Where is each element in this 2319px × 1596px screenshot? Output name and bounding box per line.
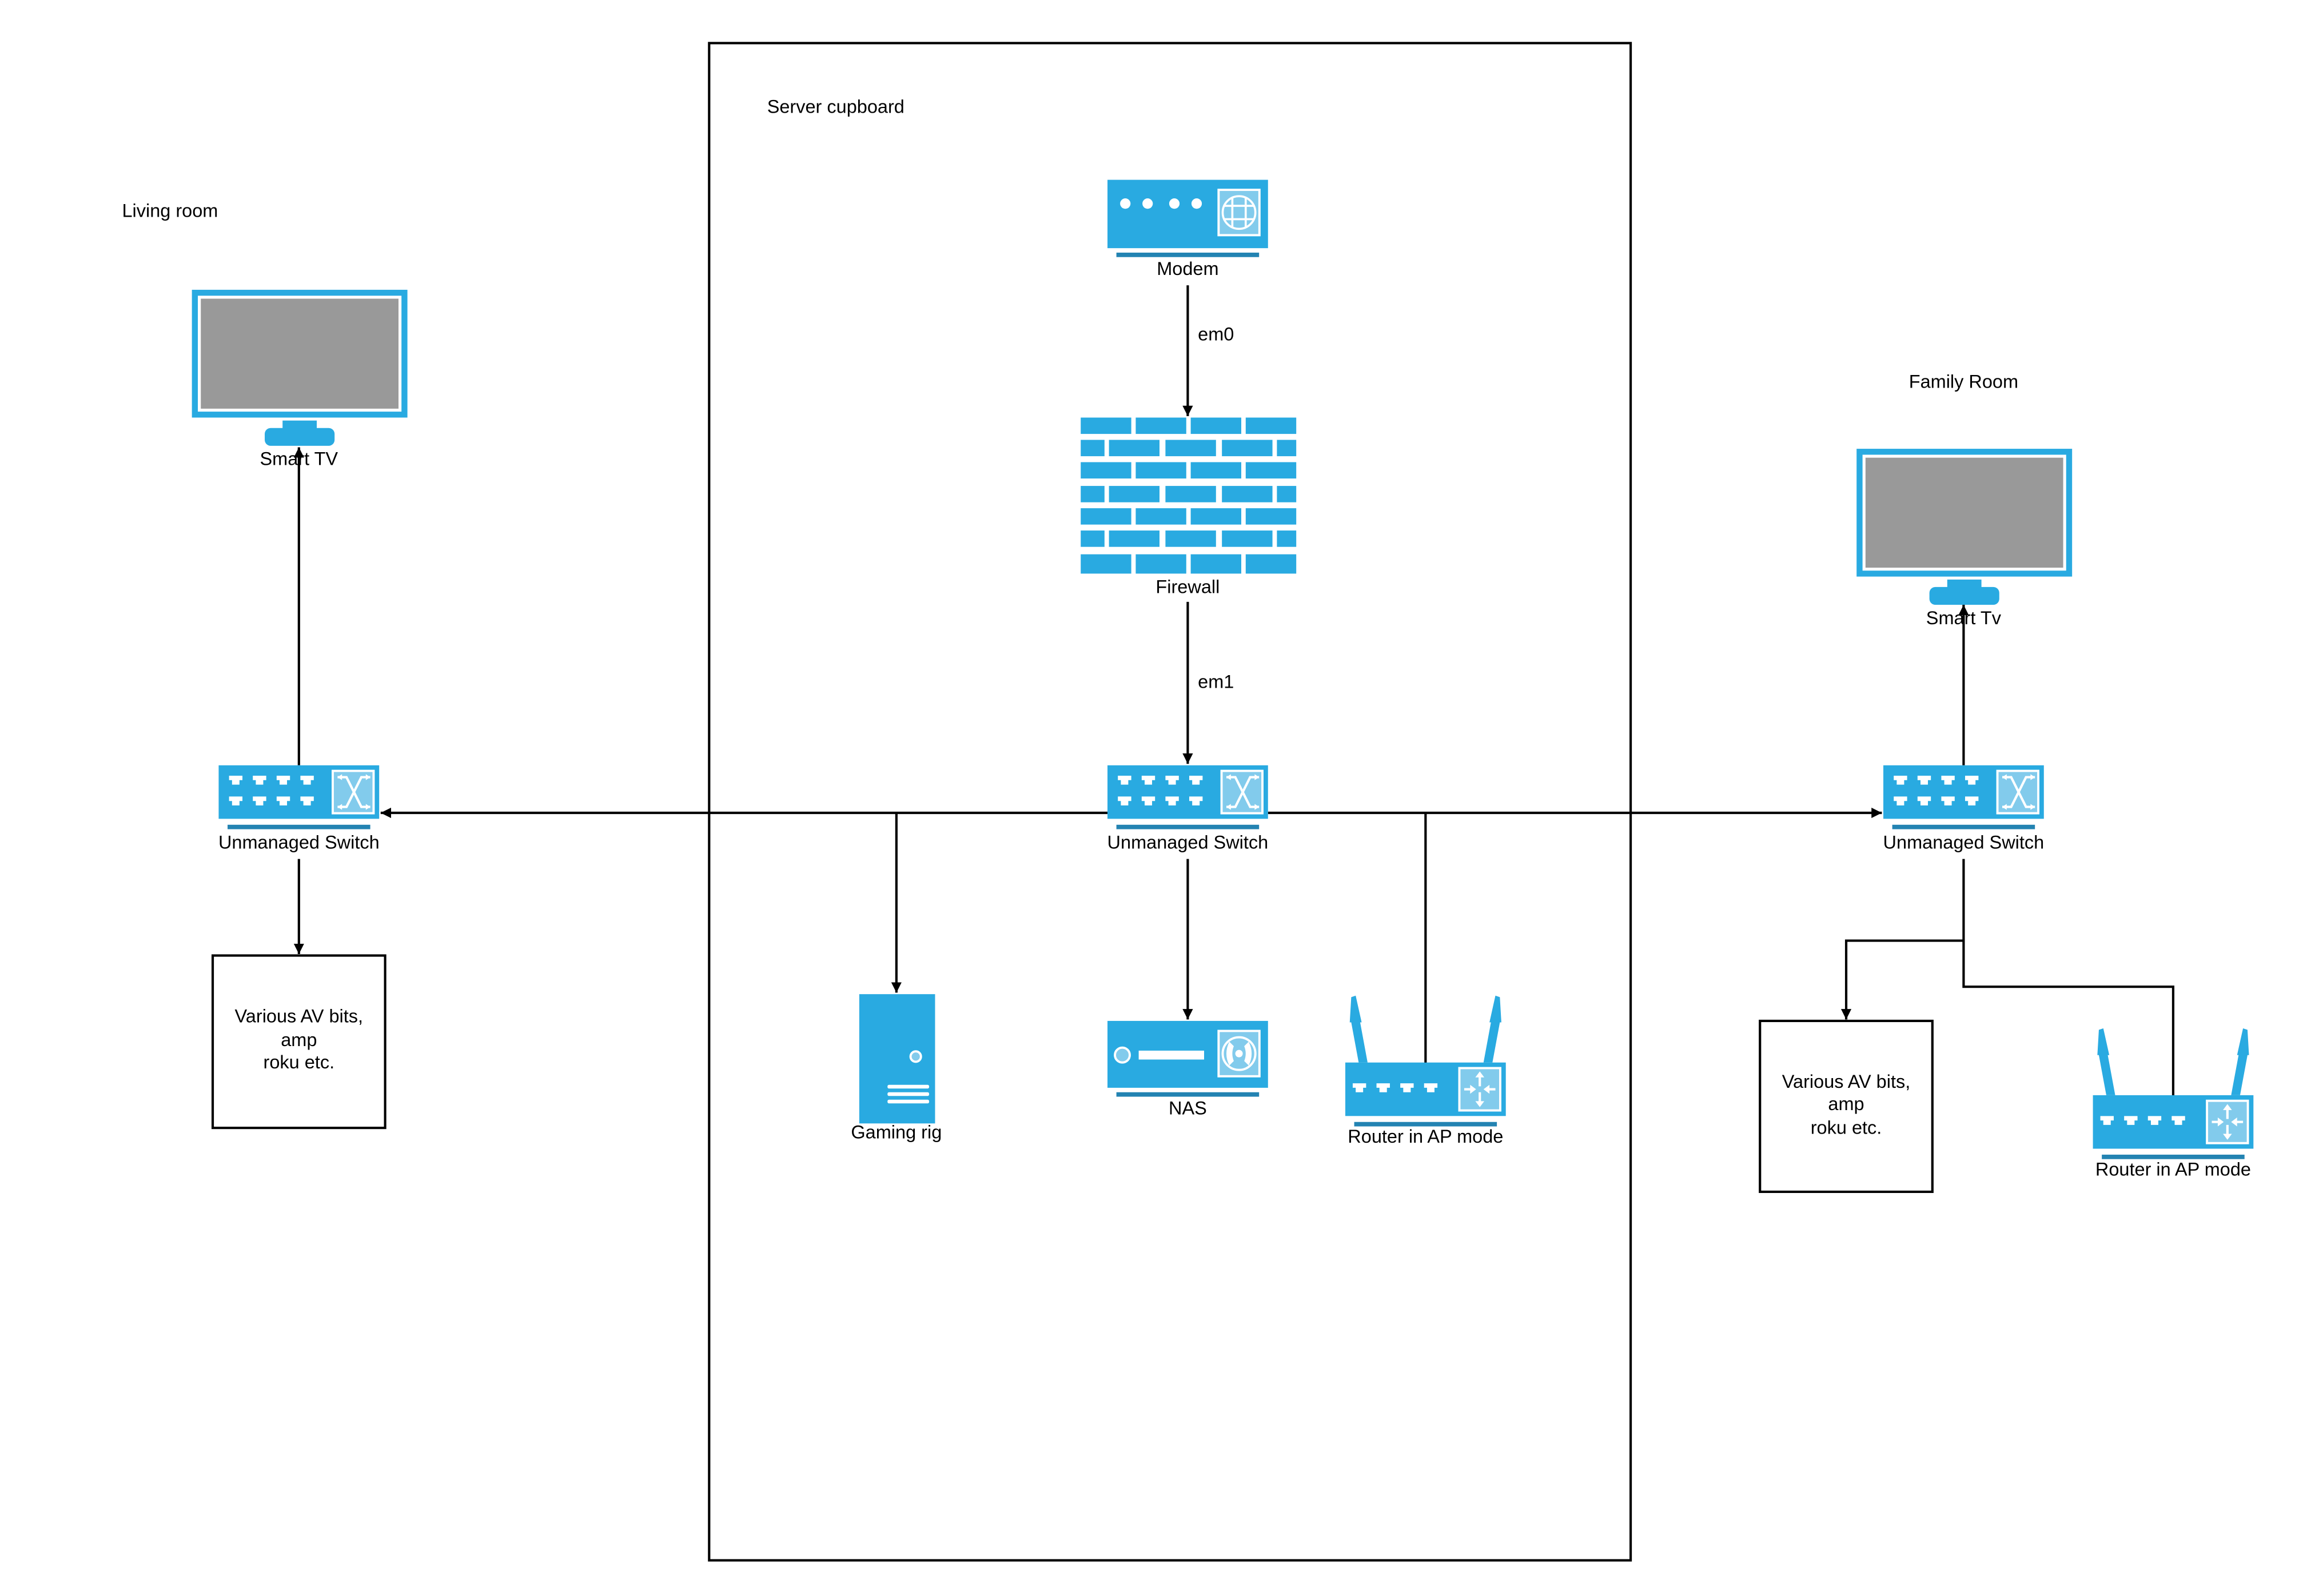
server-cupboard-label: Server cupboard — [767, 97, 905, 117]
living-tv-node[interactable]: Smart TV — [192, 289, 408, 469]
gaming-rig-label: Gaming rig — [851, 1122, 942, 1142]
firewall-icon — [1081, 417, 1297, 574]
edge-family-switch-to-router-ap[interactable] — [1962, 940, 2179, 1110]
edge-family-switch-to-av[interactable] — [1840, 859, 1965, 1020]
firewall-label: Firewall — [1155, 576, 1220, 597]
nas-icon — [1107, 1020, 1268, 1097]
living-av-line-3: roku etc. — [264, 1052, 335, 1072]
family-router-ap-node[interactable]: Router in AP mode — [2093, 1028, 2254, 1179]
living-switch-label: Unmanaged Switch — [218, 832, 380, 852]
family-switch-label: Unmanaged Switch — [1883, 832, 2045, 852]
firewall-node[interactable]: Firewall — [1081, 417, 1297, 597]
family-av-line-3: roku etc. — [1811, 1118, 1882, 1138]
edge-label-em1: em1 — [1198, 672, 1234, 692]
living-av-line-2: amp — [281, 1030, 317, 1050]
family-tv-label: Smart Tv — [1926, 608, 2002, 628]
gaming-rig-node[interactable]: Gaming rig — [851, 994, 942, 1142]
family-router-ap-label: Router in AP mode — [2095, 1159, 2251, 1179]
modem-node[interactable]: Modem — [1107, 179, 1268, 279]
tv-icon — [192, 289, 408, 446]
modem-icon — [1107, 179, 1268, 257]
nas-label: NAS — [1169, 1098, 1207, 1119]
modem-label: Modem — [1157, 258, 1218, 279]
switch-icon — [218, 765, 379, 829]
core-switch-node[interactable]: Unmanaged Switch — [1107, 765, 1269, 853]
family-av-line-2: amp — [1828, 1094, 1864, 1114]
nas-node[interactable]: NAS — [1107, 1020, 1268, 1119]
tv-icon — [1856, 449, 2073, 605]
switch-icon — [1883, 765, 2044, 829]
family-tv-node[interactable]: Smart Tv — [1856, 449, 2073, 628]
switch-icon — [1107, 765, 1268, 829]
living-room-label: Living room — [122, 201, 218, 221]
living-av-line-1: Various AV bits, — [235, 1006, 363, 1027]
server-cupboard-container — [708, 42, 1632, 1562]
core-router-ap-label: Router in AP mode — [1348, 1126, 1503, 1147]
tower-pc-icon — [859, 994, 935, 1124]
core-switch-label: Unmanaged Switch — [1107, 832, 1269, 852]
living-av-box[interactable]: Various AV bits, amp roku etc. — [211, 954, 386, 1130]
family-av-line-1: Various AV bits, — [1782, 1071, 1911, 1092]
living-switch-node[interactable]: Unmanaged Switch — [218, 765, 380, 853]
edge-label-em0: em0 — [1198, 324, 1234, 344]
family-switch-node[interactable]: Unmanaged Switch — [1883, 765, 2045, 853]
edges: em0 em1 — [293, 285, 2179, 1110]
core-router-ap-node[interactable]: Router in AP mode — [1345, 996, 1506, 1147]
family-av-box[interactable]: Various AV bits, amp roku etc. — [1759, 1019, 1934, 1193]
living-tv-label: Smart TV — [260, 449, 338, 469]
family-room-label: Family Room — [1909, 372, 2018, 392]
